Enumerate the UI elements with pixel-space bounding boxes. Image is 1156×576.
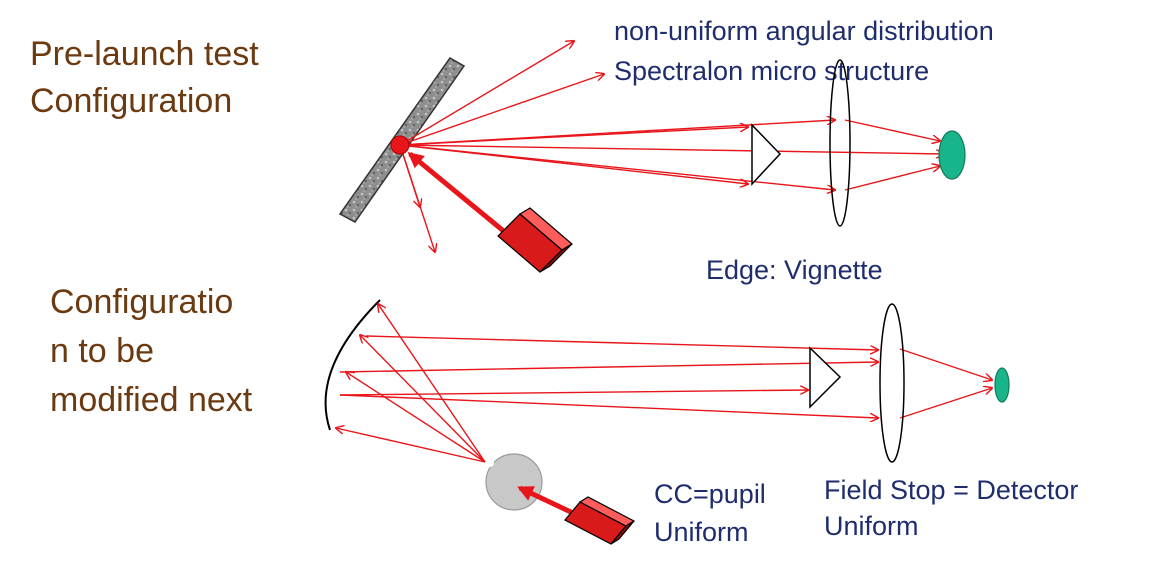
upper-prism (751, 123, 782, 186)
lower-detector (994, 367, 1010, 403)
sphere-port (486, 459, 494, 467)
cc-uniform-annotation: Uniform (654, 517, 749, 547)
nonuniform-annotation: non-uniform angular distribution (614, 16, 994, 46)
lower-rays-to-mirror (336, 304, 486, 463)
edge-vignette-annotation: Edge: Vignette (706, 255, 883, 285)
next-config-title-line3: modified next (50, 381, 253, 419)
upper-laser-source (497, 207, 574, 273)
cc-pupil-annotation: CC=pupil (654, 479, 766, 509)
next-config-title-line1: Configuratio (50, 283, 234, 321)
upper-lens (829, 59, 851, 227)
lower-laser-beam (517, 485, 577, 517)
field-uniform-annotation: Uniform (824, 511, 919, 541)
curved-mirror (324, 299, 381, 431)
lower-prism (809, 346, 842, 409)
prelaunch-title-line1: Pre-launch test (30, 35, 259, 73)
lower-collimated-rays (339, 335, 992, 418)
illuminated-spot (390, 135, 410, 155)
lower-lens (879, 303, 905, 463)
upper-laser-beam (407, 151, 514, 240)
lower-laser-source (564, 496, 636, 545)
upper-detector (938, 130, 966, 180)
scattered-rays (399, 41, 604, 252)
upper-beam-rays (399, 120, 944, 190)
field-stop-annotation: Field Stop = Detector (824, 475, 1079, 505)
prelaunch-title-line2: Configuration (30, 82, 233, 120)
integrating-sphere (485, 453, 543, 511)
next-config-title-line2: n to be (50, 332, 154, 370)
